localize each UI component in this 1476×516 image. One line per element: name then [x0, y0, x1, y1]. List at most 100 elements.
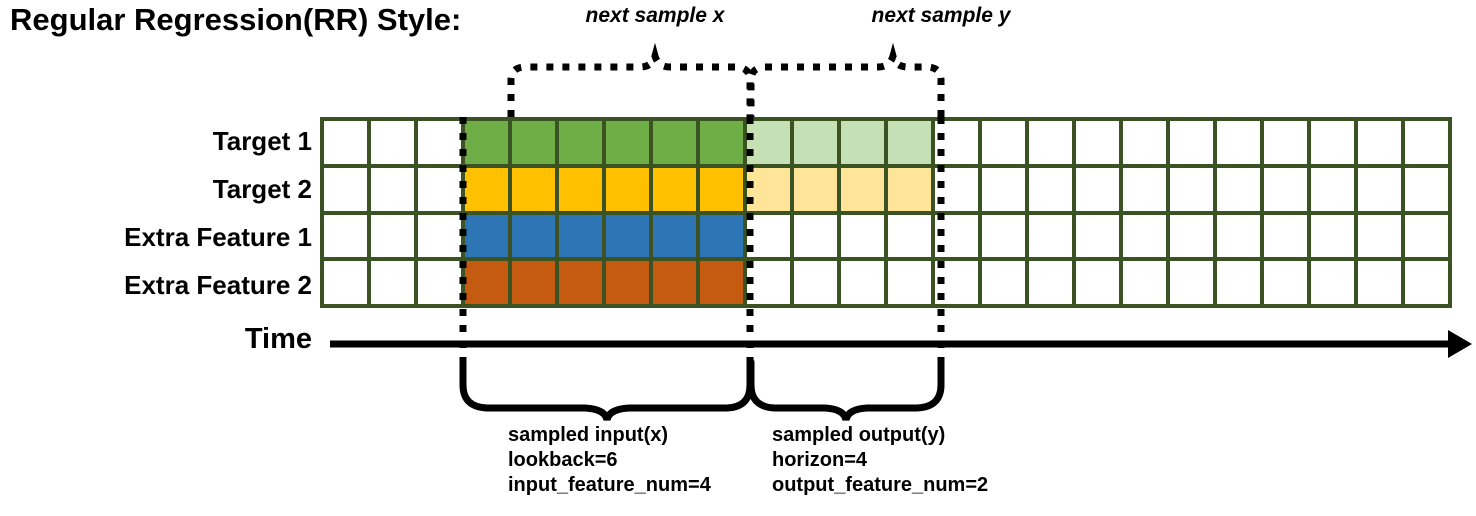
grid-cell-r1-c0-empty — [324, 167, 367, 211]
sampled-input-annotation: sampled input(x) lookback=6 input_featur… — [508, 423, 711, 498]
row-label-extra-feature-1: Extra Feature 1 — [124, 222, 312, 252]
grid-cell-r3-c11-empty — [841, 261, 884, 304]
grid-cell-r2-c4-input — [512, 214, 555, 258]
grid-cell-r3-c23-empty — [1405, 261, 1448, 304]
grid-cell-r3-c18-empty — [1170, 261, 1213, 304]
grid-cell-r1-c19-empty — [1217, 167, 1260, 211]
grid-cell-r3-c1-empty — [371, 261, 414, 304]
grid-cell-r2-c15-empty — [1029, 214, 1072, 258]
timeseries-grid — [320, 117, 1452, 308]
grid-cell-r1-c9-output — [747, 167, 790, 211]
row-label-extra-feature-2: Extra Feature 2 — [124, 270, 312, 300]
grid-cell-r0-c1-empty — [371, 121, 414, 164]
grid-cell-r2-c2-empty — [418, 214, 461, 258]
row-label-target-2: Target 2 — [212, 174, 312, 204]
grid-cell-r0-c20-empty — [1264, 121, 1307, 164]
grid-cell-r2-c16-empty — [1076, 214, 1119, 258]
grid-cell-r1-c20-empty — [1264, 167, 1307, 211]
sampled-output-line-1: sampled output(y) — [772, 424, 946, 446]
grid-cell-r2-c23-empty — [1405, 214, 1448, 258]
grid-cell-r2-c19-empty — [1217, 214, 1260, 258]
grid-cell-r3-c7-input — [653, 261, 696, 304]
grid-cell-r0-c17-empty — [1123, 121, 1166, 164]
grid-cell-r3-c16-empty — [1076, 261, 1119, 304]
grid-cell-r0-c8-input — [700, 121, 743, 164]
sampled-output-brace — [747, 358, 945, 421]
grid-cell-r1-c5-input — [559, 167, 602, 211]
grid-cell-r1-c14-empty — [982, 167, 1025, 211]
grid-cell-r0-c14-empty — [982, 121, 1025, 164]
grid-cell-r2-c12-empty — [888, 214, 931, 258]
grid-cell-r2-c17-empty — [1123, 214, 1166, 258]
grid-cell-r2-c20-empty — [1264, 214, 1307, 258]
next-sample-x-brace — [507, 42, 754, 117]
sampled-input-line-1: sampled input(x) — [508, 424, 669, 446]
grid-cell-r0-c11-output — [841, 121, 884, 164]
grid-cell-r3-c14-empty — [982, 261, 1025, 304]
time-axis-label: Time — [244, 323, 312, 355]
time-axis-arrowhead — [1448, 330, 1472, 358]
grid-cell-r2-c21-empty — [1311, 214, 1354, 258]
grid-cell-r2-c14-empty — [982, 214, 1025, 258]
grid-cell-r0-c16-empty — [1076, 121, 1119, 164]
grid-cell-r0-c0-empty — [324, 121, 367, 164]
grid-cell-r2-c1-empty — [371, 214, 414, 258]
grid-cell-r1-c1-empty — [371, 167, 414, 211]
grid-cell-r3-c6-input — [606, 261, 649, 304]
grid-cell-r2-c7-input — [653, 214, 696, 258]
grid-cell-r2-c13-empty — [935, 214, 978, 258]
next-sample-y-label: next sample y — [871, 4, 1011, 27]
grid-cell-r2-c3-input — [465, 214, 508, 258]
grid-cell-r1-c15-empty — [1029, 167, 1072, 211]
sampled-output-annotation: sampled output(y) horizon=4 output_featu… — [772, 423, 988, 498]
grid-cell-r2-c0-empty — [324, 214, 367, 258]
grid-cell-r2-c9-empty — [747, 214, 790, 258]
grid-cell-r1-c16-empty — [1076, 167, 1119, 211]
grid-cell-r2-c11-empty — [841, 214, 884, 258]
sampled-input-line-2: lookback=6 — [508, 449, 618, 471]
grid-cell-r0-c2-empty — [418, 121, 461, 164]
grid-cell-r3-c21-empty — [1311, 261, 1354, 304]
grid-cell-r0-c22-empty — [1358, 121, 1401, 164]
grid-cell-r1-c17-empty — [1123, 167, 1166, 211]
grid-cell-r3-c2-empty — [418, 261, 461, 304]
grid-cell-r3-c3-input — [465, 261, 508, 304]
grid-cell-r3-c17-empty — [1123, 261, 1166, 304]
grid-cell-r0-c15-empty — [1029, 121, 1072, 164]
grid-cell-r1-c3-input — [465, 167, 508, 211]
grid-cell-r1-c7-input — [653, 167, 696, 211]
grid-cell-r2-c6-input — [606, 214, 649, 258]
grid-cell-r1-c11-output — [841, 167, 884, 211]
grid-cell-r0-c9-output — [747, 121, 790, 164]
grid-cell-r3-c12-empty — [888, 261, 931, 304]
grid-cell-r0-c6-input — [606, 121, 649, 164]
grid-cell-r1-c22-empty — [1358, 167, 1401, 211]
grid-cell-r0-c21-empty — [1311, 121, 1354, 164]
page-title: Regular Regression(RR) Style: — [10, 2, 462, 37]
grid-cell-r3-c20-empty — [1264, 261, 1307, 304]
grid-cell-r1-c21-empty — [1311, 167, 1354, 211]
grid-cell-r0-c13-empty — [935, 121, 978, 164]
grid-cell-r1-c2-empty — [418, 167, 461, 211]
grid-cell-r1-c10-output — [794, 167, 837, 211]
sampled-output-line-2: horizon=4 — [772, 449, 868, 471]
grid-cell-r0-c7-input — [653, 121, 696, 164]
grid-cell-r1-c12-output — [888, 167, 931, 211]
grid-cell-r3-c13-empty — [935, 261, 978, 304]
grid-cell-r0-c12-output — [888, 121, 931, 164]
sampled-output-line-3: output_feature_num=2 — [772, 474, 989, 496]
grid-cell-r3-c8-input — [700, 261, 743, 304]
sampled-input-brace — [459, 358, 754, 421]
grid-cell-r3-c10-empty — [794, 261, 837, 304]
grid-cell-r1-c13-empty — [935, 167, 978, 211]
grid-cell-r3-c5-input — [559, 261, 602, 304]
grid-cell-r3-c4-input — [512, 261, 555, 304]
sampled-input-line-3: input_feature_num=4 — [508, 474, 711, 496]
grid-cell-r0-c5-input — [559, 121, 602, 164]
grid-cell-r0-c3-input — [465, 121, 508, 164]
next-sample-y-brace — [747, 42, 945, 117]
grid-cell-r0-c23-empty — [1405, 121, 1448, 164]
grid-cell-r3-c19-empty — [1217, 261, 1260, 304]
grid-cell-r0-c18-empty — [1170, 121, 1213, 164]
